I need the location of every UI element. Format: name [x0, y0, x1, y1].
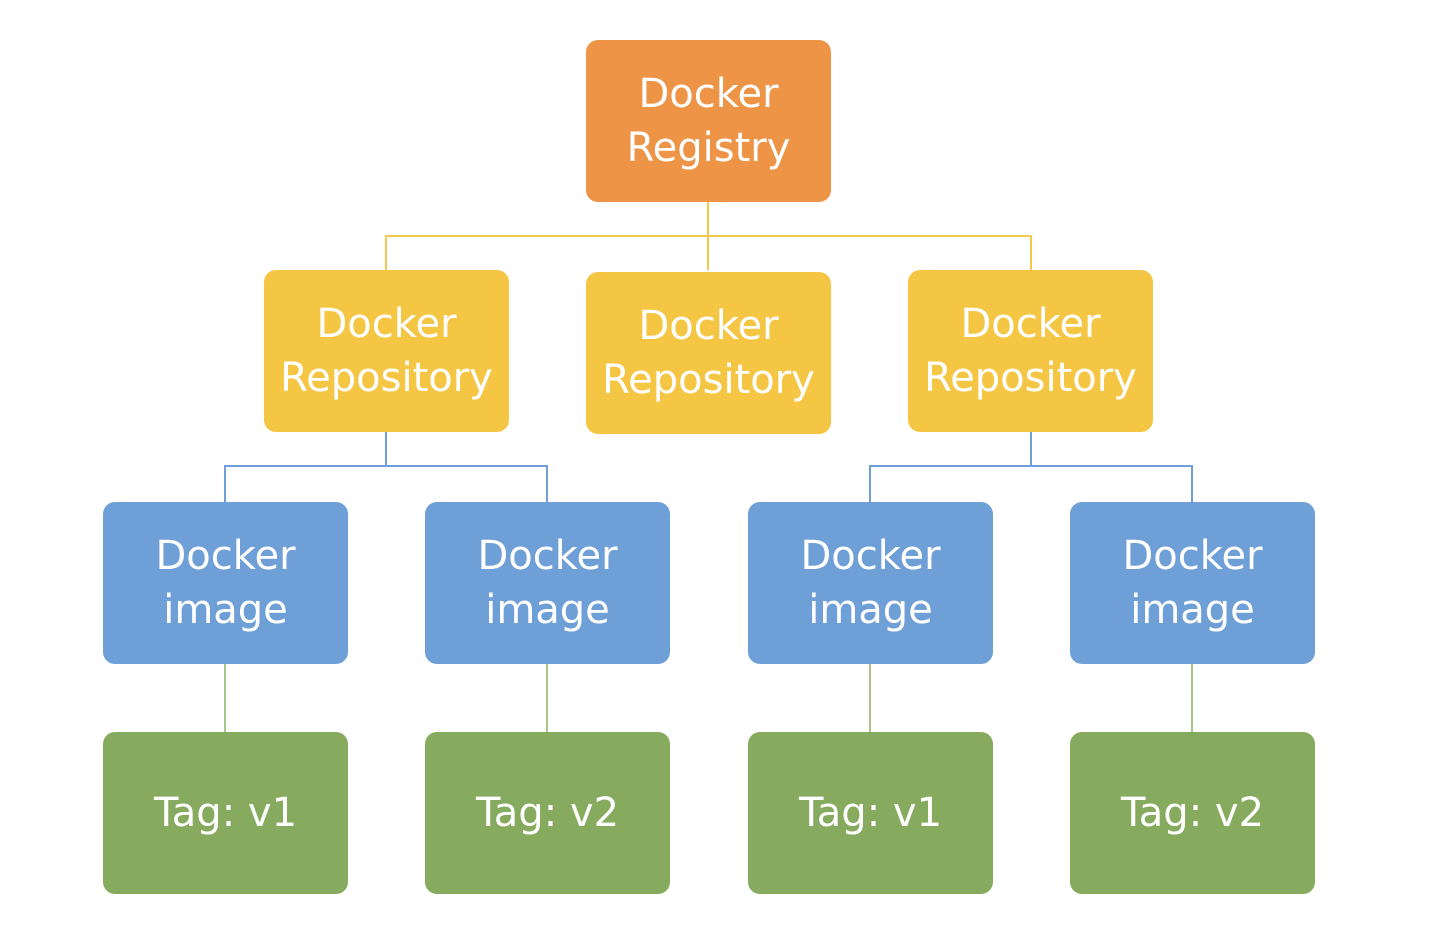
node-label-line2: Registry — [626, 125, 791, 171]
docker-image-node-4: Docker image — [1070, 502, 1315, 664]
node-label-line1: Docker — [960, 301, 1101, 347]
node-label-line1: Docker — [638, 71, 779, 117]
node-label-line2: Repository — [924, 355, 1137, 401]
tag-label: Tag: v2 — [475, 790, 620, 836]
node-label-line2: Repository — [280, 355, 493, 401]
node-label-line1: Docker — [155, 533, 296, 579]
tag-label: Tag: v1 — [153, 790, 298, 836]
docker-registry-node: Docker Registry — [586, 40, 831, 202]
node-label-line1: Docker — [477, 533, 618, 579]
tag-node-1: Tag: v1 — [103, 732, 348, 894]
tag-label: Tag: v1 — [798, 790, 943, 836]
tag-node-3: Tag: v1 — [748, 732, 993, 894]
docker-image-node-2: Docker image — [425, 502, 670, 664]
repository-1-to-images-connector — [224, 432, 548, 502]
docker-repository-node-1: Docker Repository — [264, 270, 509, 432]
node-label-line2: image — [485, 587, 610, 633]
tag-node-4: Tag: v2 — [1070, 732, 1315, 894]
node-label-line1: Docker — [800, 533, 941, 579]
node-label-line1: Docker — [316, 301, 457, 347]
node-label-line2: image — [163, 587, 288, 633]
tag-label: Tag: v2 — [1120, 790, 1265, 836]
docker-repository-node-2: Docker Repository — [586, 272, 831, 434]
repository-3-to-images-connector — [869, 432, 1193, 502]
docker-repository-node-3: Docker Repository — [908, 270, 1153, 432]
docker-image-node-3: Docker image — [748, 502, 993, 664]
node-label-line2: image — [808, 587, 933, 633]
tag-node-2: Tag: v2 — [425, 732, 670, 894]
node-label-line1: Docker — [638, 303, 779, 349]
registry-to-repositories-connector — [385, 202, 1032, 270]
node-label-line1: Docker — [1122, 533, 1263, 579]
node-label-line2: Repository — [602, 357, 815, 403]
docker-image-node-1: Docker image — [103, 502, 348, 664]
node-label-line2: image — [1130, 587, 1255, 633]
